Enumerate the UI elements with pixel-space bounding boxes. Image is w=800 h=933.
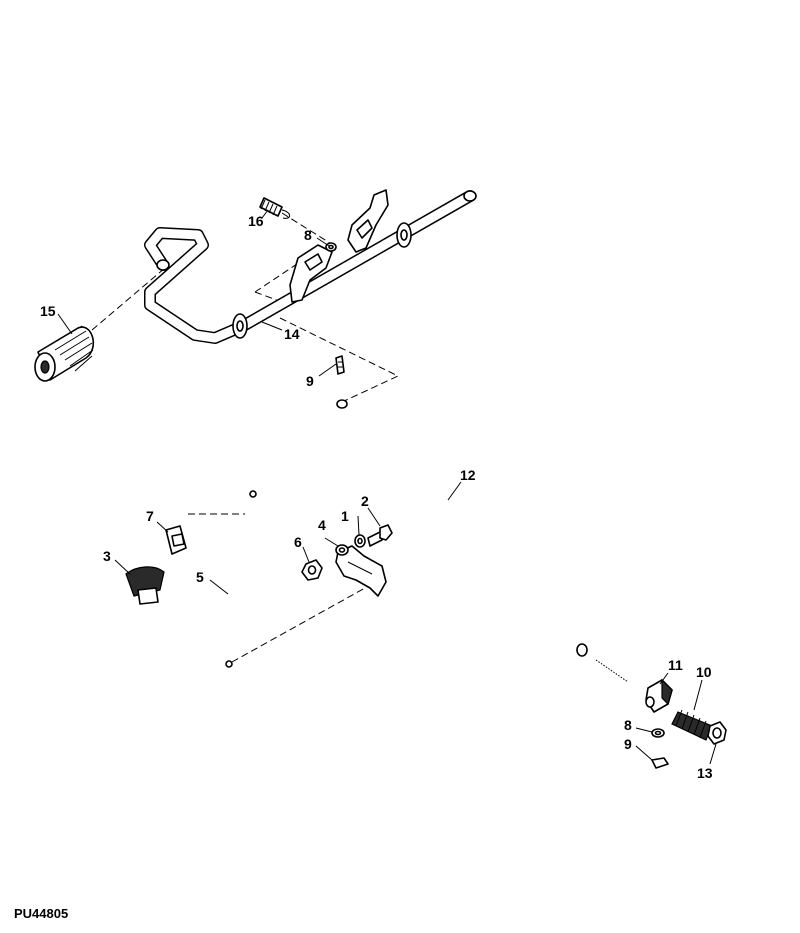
callout-labels: 1 2 3 4 5 6 7 8 8 9 9 10 11 12 13 14 15 … (40, 213, 713, 781)
trunnion-11 (645, 678, 673, 713)
callout-13: 13 (697, 765, 713, 781)
nut-6 (301, 559, 323, 581)
callout-12: 12 (460, 467, 476, 483)
control-rod-12 (327, 399, 630, 683)
callout-8-top: 8 (304, 227, 312, 243)
callout-5: 5 (196, 569, 204, 585)
pedal-shaft-14 (144, 189, 477, 344)
clip-9-lower (651, 757, 669, 769)
nut-13 (707, 721, 727, 745)
callout-3: 3 (103, 548, 111, 564)
callout-6: 6 (294, 534, 302, 550)
washer-8-top (325, 242, 337, 252)
callout-leaders (57, 209, 717, 765)
bolt-2 (367, 524, 393, 547)
callout-8-lower: 8 (624, 717, 632, 733)
bracket-4 (335, 544, 387, 597)
spring-10 (671, 709, 713, 741)
callout-9-lower: 9 (624, 736, 632, 752)
callout-16: 16 (248, 213, 264, 229)
clip-7 (165, 525, 187, 555)
callout-7: 7 (146, 508, 154, 524)
knob-cap-3 (125, 566, 165, 605)
callout-2: 2 (361, 493, 369, 509)
assembly-dashed-lines (91, 212, 400, 663)
callout-9-upper: 9 (306, 373, 314, 389)
callout-1: 1 (341, 508, 349, 524)
callout-15: 15 (40, 303, 56, 319)
callout-10: 10 (696, 664, 712, 680)
figure-id: PU44805 (14, 906, 69, 921)
callout-4: 4 (318, 517, 326, 533)
washer-8-lower (651, 728, 665, 738)
washer-1 (354, 534, 366, 548)
link-rod-5 (219, 490, 257, 668)
callout-11: 11 (668, 657, 683, 673)
pedal-grip-15 (34, 325, 95, 382)
callout-14: 14 (284, 326, 300, 342)
spring-16 (259, 197, 291, 219)
clip-9-upper (335, 355, 345, 375)
